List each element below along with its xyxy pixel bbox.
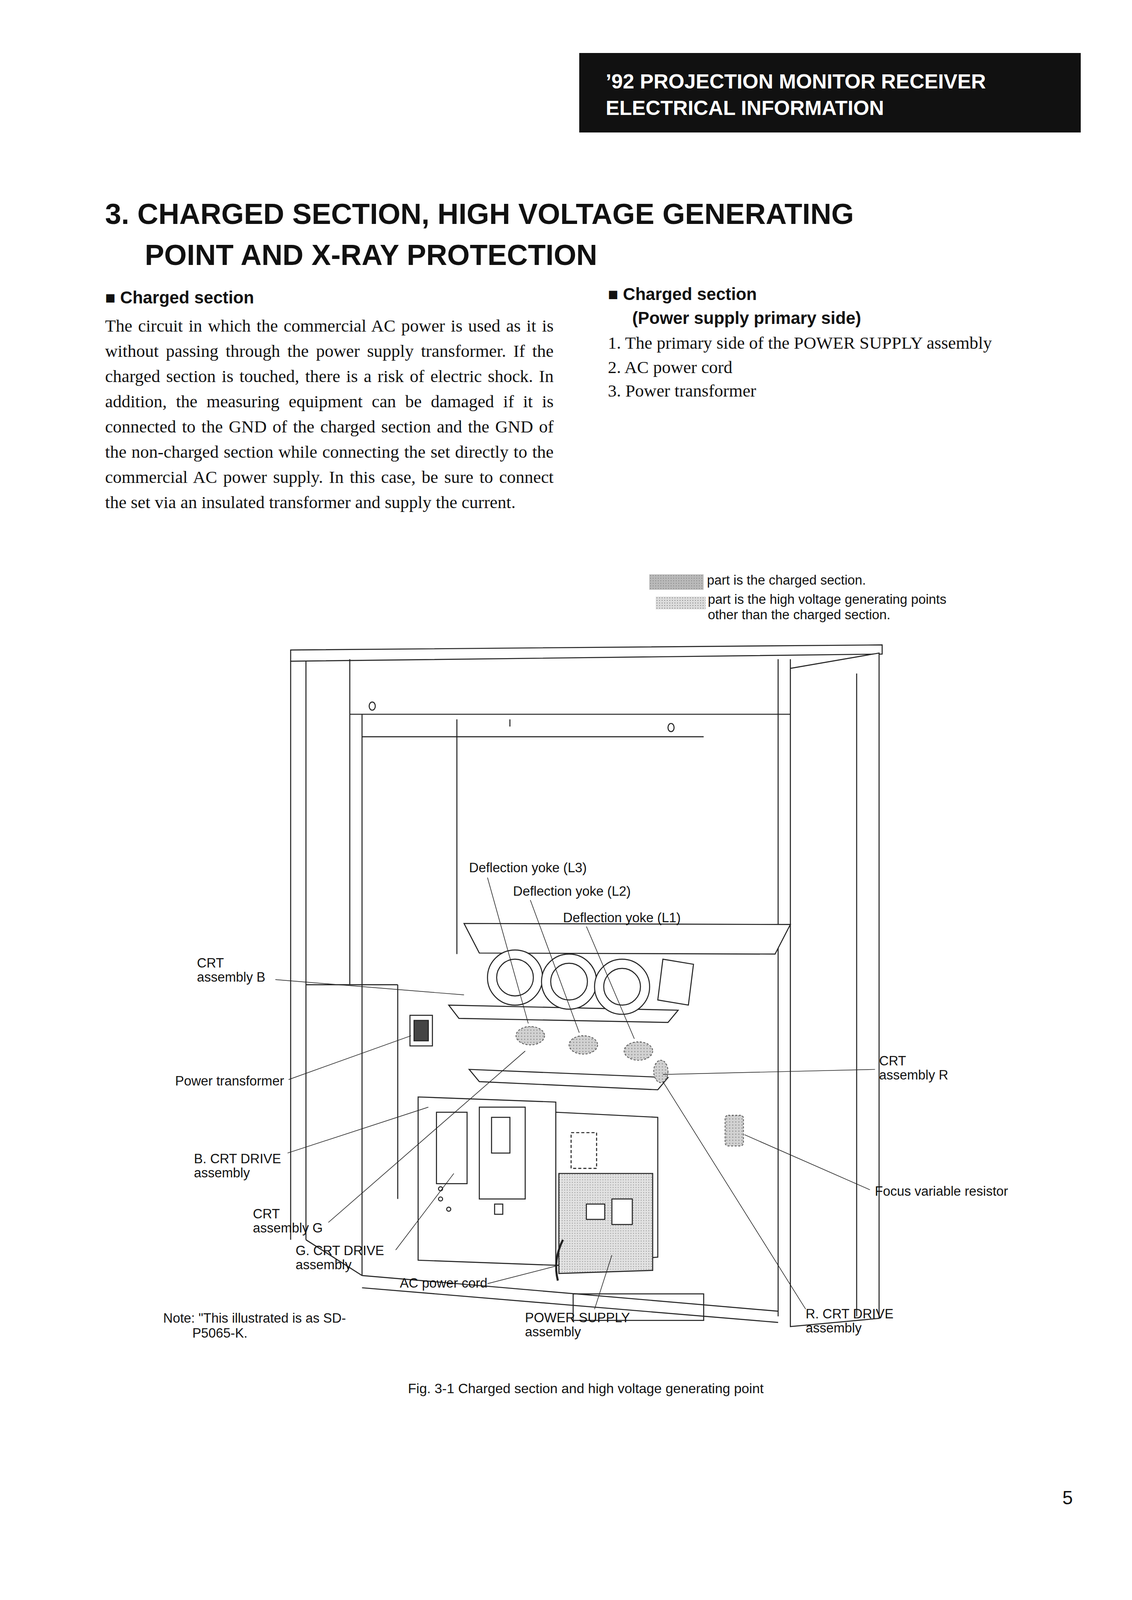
cabinet-outline (777, 658, 779, 1316)
cabinet-outline (509, 718, 511, 727)
chassis-boards (491, 1117, 511, 1153)
leader-lines (275, 876, 876, 1309)
part-label: R. CRT DRIVE assembly (805, 1306, 900, 1335)
leader-lines (328, 1050, 526, 1222)
part-label: CRT assembly R (879, 1053, 954, 1082)
crt-tray (657, 958, 694, 1005)
cabinet-outline (456, 718, 458, 954)
part-label: G. CRT DRIVE assembly (295, 1243, 393, 1272)
section-title: 3. CHARGED SECTION, HIGH VOLTAGE GENERAT… (105, 193, 936, 276)
leader-lines (288, 1035, 411, 1080)
list-item: 2. AC power cord (607, 356, 733, 378)
leader-lines (287, 1106, 429, 1153)
crt-tray (603, 967, 641, 1005)
part-label: CRT assembly B (196, 955, 272, 984)
legend-text: part is the high voltage generating poin… (707, 591, 948, 623)
deflection-yokes (624, 1041, 653, 1060)
focus-resistor (724, 1114, 744, 1146)
chassis-boards (556, 1239, 564, 1281)
cabinet-outline (290, 644, 883, 1326)
note-text: Note: "This illustrated is as SD-P5065-K… (163, 1310, 365, 1341)
power-transformer (410, 1014, 433, 1046)
part-label: B. CRT DRIVE assembly (193, 1151, 288, 1180)
legend-swatch (649, 574, 704, 590)
crt-tray (448, 923, 791, 1090)
part-label: Focus variable resistor (874, 1182, 1009, 1199)
chassis-boards (571, 1132, 597, 1168)
part-label: Power transformer (175, 1072, 285, 1089)
focus-resistor (724, 1114, 744, 1146)
deflection-yokes (516, 1026, 545, 1045)
body-paragraph: The circuit in which the commercial AC p… (105, 313, 554, 515)
part-label: Deflection yoke (L3) (469, 859, 587, 876)
chassis-boards (438, 1196, 443, 1201)
leader-lines (586, 926, 635, 1039)
part-label: AC power cord (399, 1274, 488, 1291)
chassis-boards (436, 1111, 468, 1184)
chassis-boards (479, 1106, 525, 1199)
chassis-boards (418, 1096, 556, 1265)
section-heading: ■ Charged section (105, 287, 255, 308)
list-item: 1. The primary side of the POWER SUPPLY … (607, 332, 992, 354)
cabinet-outline (668, 723, 675, 732)
chassis-boards (586, 1203, 605, 1220)
cabinet-outline (290, 660, 291, 1240)
power-transformer (413, 1020, 429, 1041)
crt-tray (463, 923, 791, 954)
leader-lines (487, 876, 528, 1023)
legend-swatch (655, 596, 706, 610)
chassis-boards (418, 1096, 658, 1281)
header-text: ’92 PROJECTION MONITOR RECEIVER (605, 68, 1073, 95)
part-label: Deflection yoke (L2) (513, 882, 631, 899)
cabinet-outline (397, 984, 399, 1199)
cabinet-outline (361, 984, 363, 1276)
crt-tray (594, 958, 650, 1014)
leader-lines (744, 1134, 871, 1190)
page-number: 5 (1062, 1485, 1073, 1509)
leader-lines (395, 1173, 454, 1250)
chassis-boards (446, 1206, 452, 1212)
cabinet-outline (305, 983, 398, 985)
crt-tray (550, 962, 588, 1000)
cabinet-outline (856, 673, 857, 1316)
power-transformer (410, 1014, 433, 1046)
section-heading: ■ Charged section (607, 283, 757, 305)
figure-caption: Fig. 3-1 Charged section and high voltag… (407, 1379, 764, 1396)
leader-lines (275, 979, 465, 995)
cabinet-outline (790, 652, 880, 1326)
cabinet-outline (361, 713, 363, 985)
cabinet-outline (305, 660, 307, 1240)
chassis-boards (558, 1173, 653, 1273)
header-band: ’92 PROJECTION MONITOR RECEIVERELECTRICA… (579, 52, 1081, 133)
crt-tray (487, 949, 543, 1005)
chassis-boards (494, 1203, 503, 1215)
leader-lines (487, 1264, 559, 1284)
cabinet-outline (362, 736, 704, 737)
crt-tray (469, 1068, 669, 1090)
crt-tray (496, 958, 534, 996)
cabinet-outline (349, 713, 791, 715)
cabinet-outline (369, 701, 376, 710)
cabinet-outline (290, 644, 883, 661)
part-label: POWER SUPPLY assembly (524, 1310, 647, 1339)
leader-lines (662, 1081, 806, 1309)
deflection-yokes (568, 1035, 598, 1054)
cabinet-outline (349, 658, 351, 985)
crt-tray (541, 953, 597, 1009)
leader-lines (594, 1254, 613, 1309)
header-text: ELECTRICAL INFORMATION (605, 94, 1073, 122)
section-subheading: (Power supply primary side) (632, 307, 862, 329)
chassis-boards (611, 1198, 633, 1225)
part-label: Deflection yoke (L1) (563, 909, 681, 926)
part-label: CRT assembly G (252, 1206, 328, 1235)
deflection-yokes (653, 1059, 668, 1083)
legend-text: part is the charged section. (706, 572, 866, 588)
deflection-yokes (516, 1026, 669, 1083)
leader-lines (662, 1068, 876, 1074)
list-item: 3. Power transformer (607, 380, 757, 402)
